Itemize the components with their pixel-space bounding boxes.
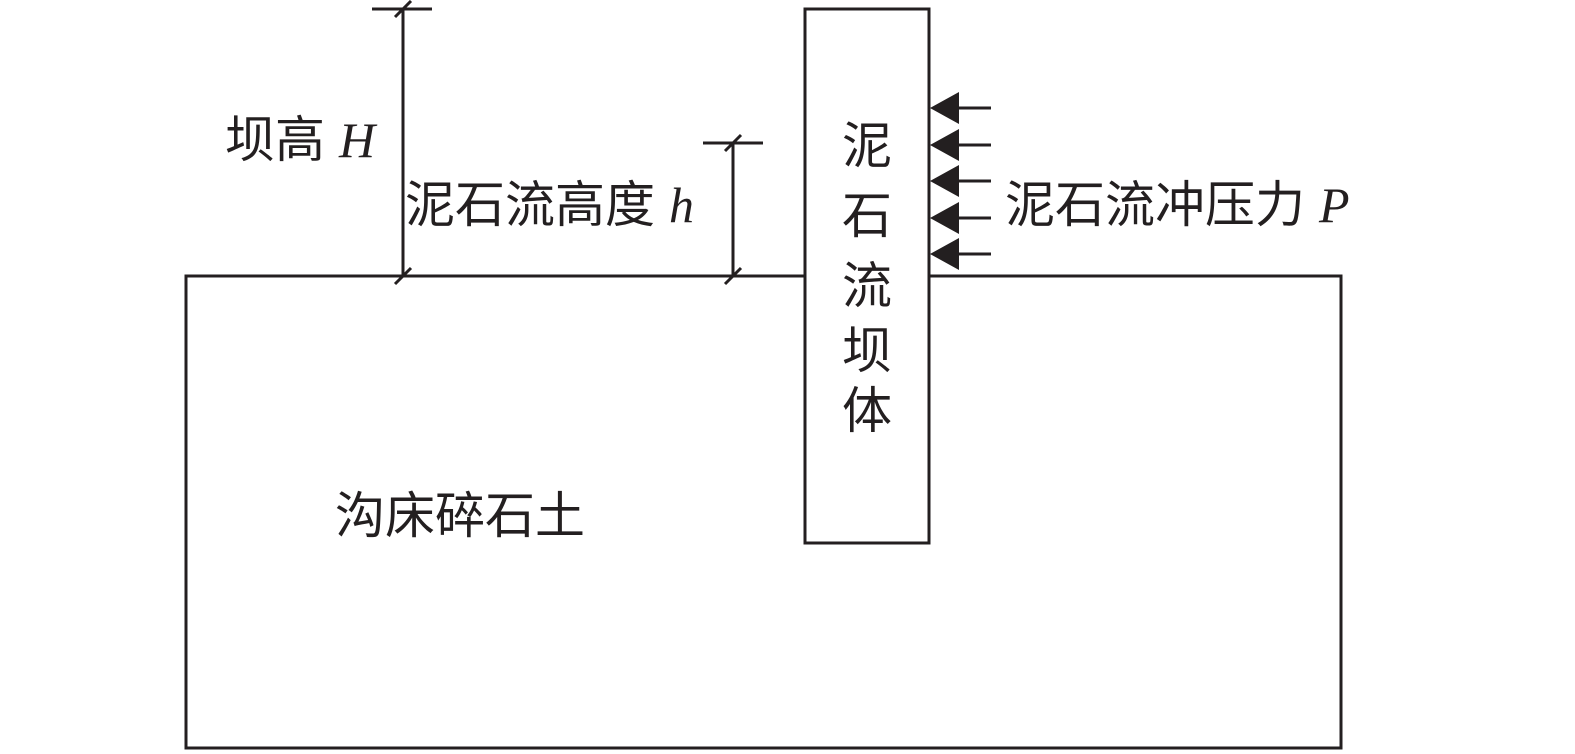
pressure-arrow xyxy=(930,238,991,270)
dam-height-dimension xyxy=(372,0,432,286)
dam-body-char: 体 xyxy=(842,383,892,439)
dam-body-char: 流 xyxy=(842,258,892,314)
flow-height-dimension xyxy=(703,133,763,286)
dam-body-char: 坝 xyxy=(842,323,892,379)
dam-body-char: 泥 xyxy=(842,118,892,174)
pressure-arrow xyxy=(930,165,991,197)
dam-body-label: 泥 石 流 坝 体 xyxy=(842,118,892,439)
pressure-arrow xyxy=(930,202,991,234)
gully-bed-block xyxy=(184,274,1343,750)
pressure-arrows xyxy=(930,92,991,270)
pressure-arrow xyxy=(930,129,991,161)
dam-body xyxy=(803,7,931,545)
dam-body-char: 石 xyxy=(842,188,892,244)
gully-bed-soil-label: 沟床碎石土 xyxy=(335,488,585,544)
pressure-arrow xyxy=(930,92,991,124)
